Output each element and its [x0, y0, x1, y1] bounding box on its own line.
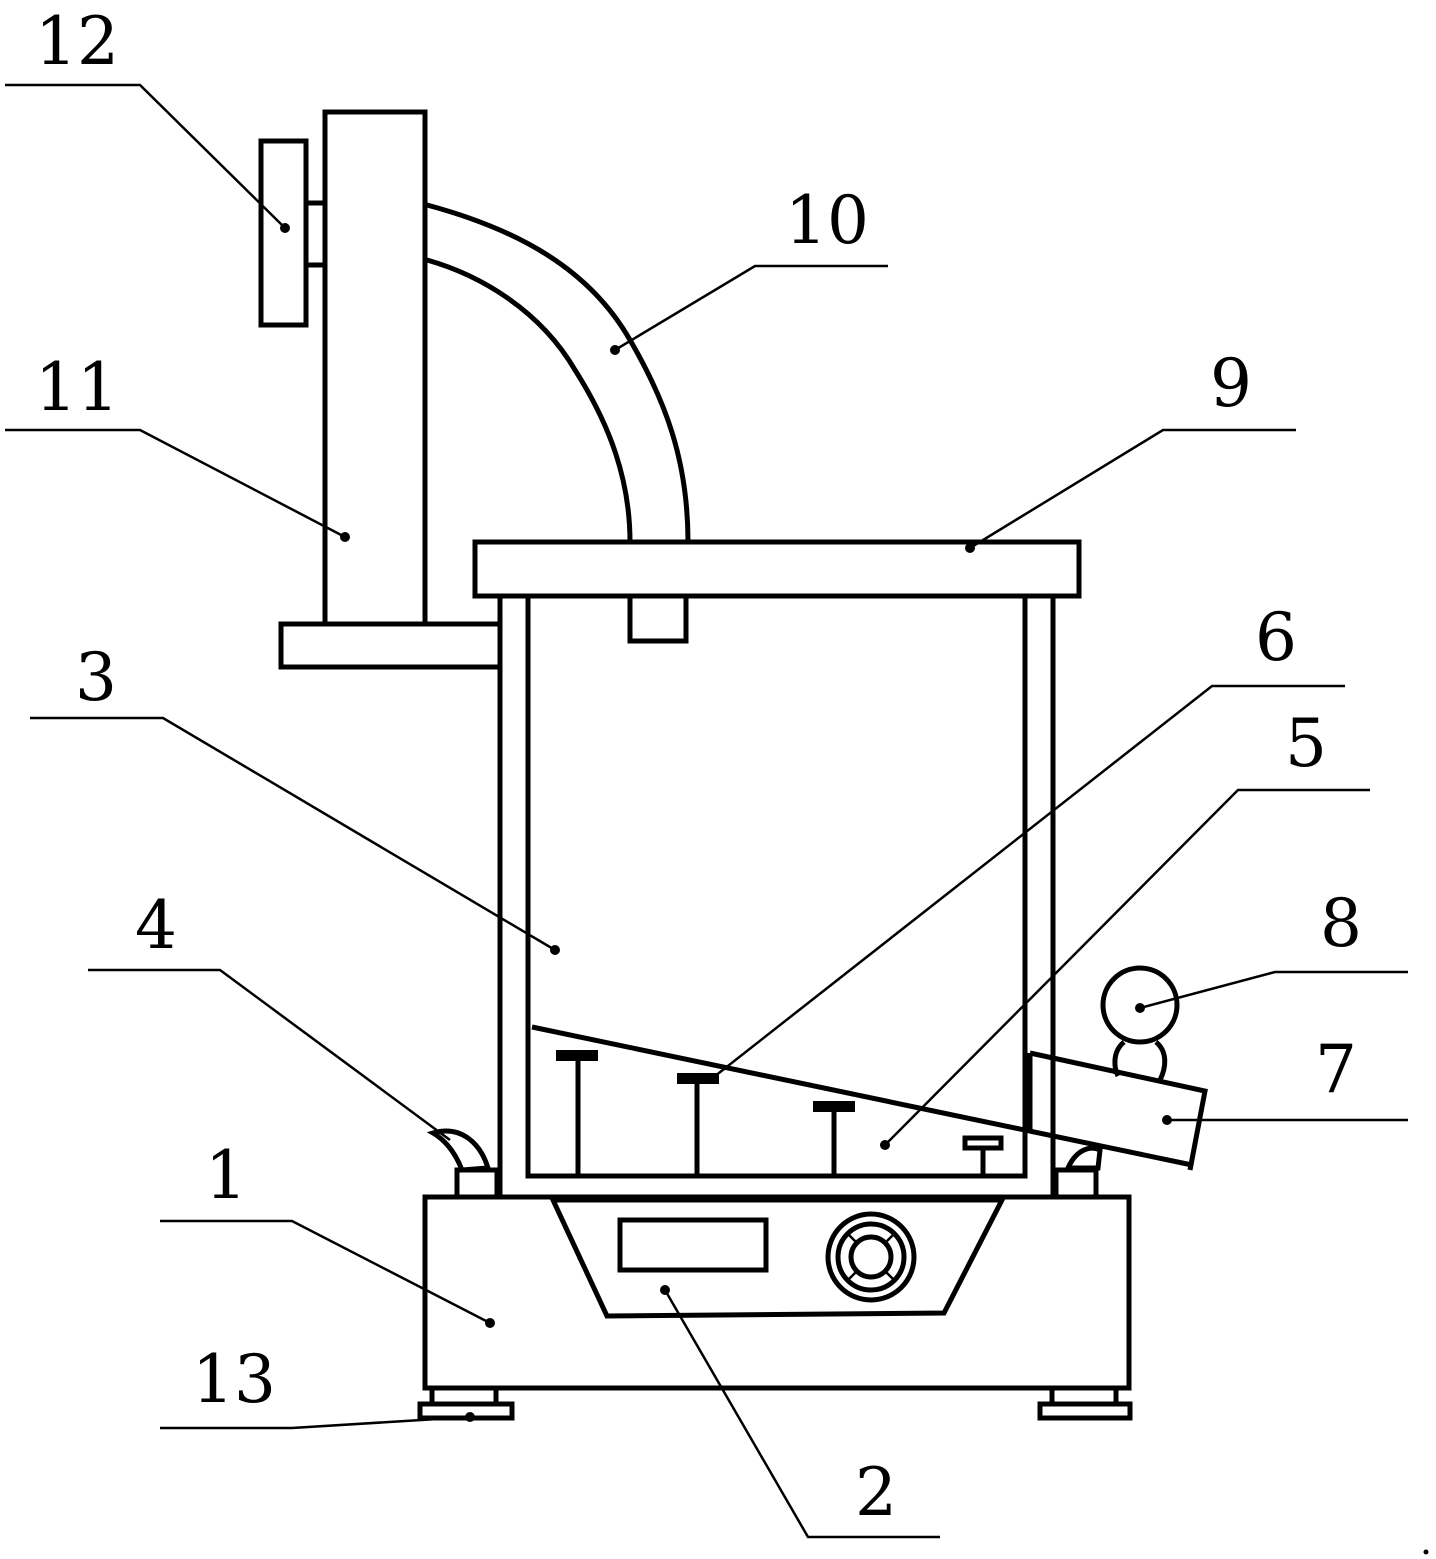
leader-dots [280, 223, 1429, 1555]
tank-lid [472, 539, 1082, 644]
label-8: 8 [1320, 885, 1362, 962]
latch-clips [426, 1128, 1103, 1200]
label-13: 13 [192, 1341, 276, 1418]
support-column [278, 109, 503, 670]
label-7: 7 [1315, 1031, 1357, 1108]
label-10: 10 [785, 182, 869, 259]
label-4: 4 [135, 887, 177, 964]
label-11: 11 [35, 349, 119, 426]
main-tank [497, 593, 1056, 1200]
label-12: 12 [35, 3, 119, 80]
base-housing [422, 1194, 1132, 1391]
label-6: 6 [1255, 599, 1297, 676]
inlet-nozzle [627, 593, 689, 644]
label-3: 3 [75, 639, 117, 716]
pressure-gauge [1100, 965, 1180, 1082]
part-labels: 12 11 10 9 6 3 5 8 4 7 1 13 2 [35, 3, 1362, 1531]
label-1: 1 [205, 1137, 247, 1214]
display-screen [617, 1217, 769, 1273]
curved-pipe [426, 202, 691, 543]
control-knob [825, 1211, 917, 1303]
label-9: 9 [1210, 345, 1252, 422]
control-panel [549, 1197, 1007, 1319]
support-feet [417, 1385, 1133, 1421]
discharge-outlet [1027, 1050, 1208, 1171]
label-5: 5 [1285, 705, 1327, 782]
leader-lines [5, 83, 1408, 1539]
inclined-screen-plate [531, 1024, 1193, 1176]
side-mount-block [258, 138, 325, 328]
label-2: 2 [855, 1454, 897, 1531]
